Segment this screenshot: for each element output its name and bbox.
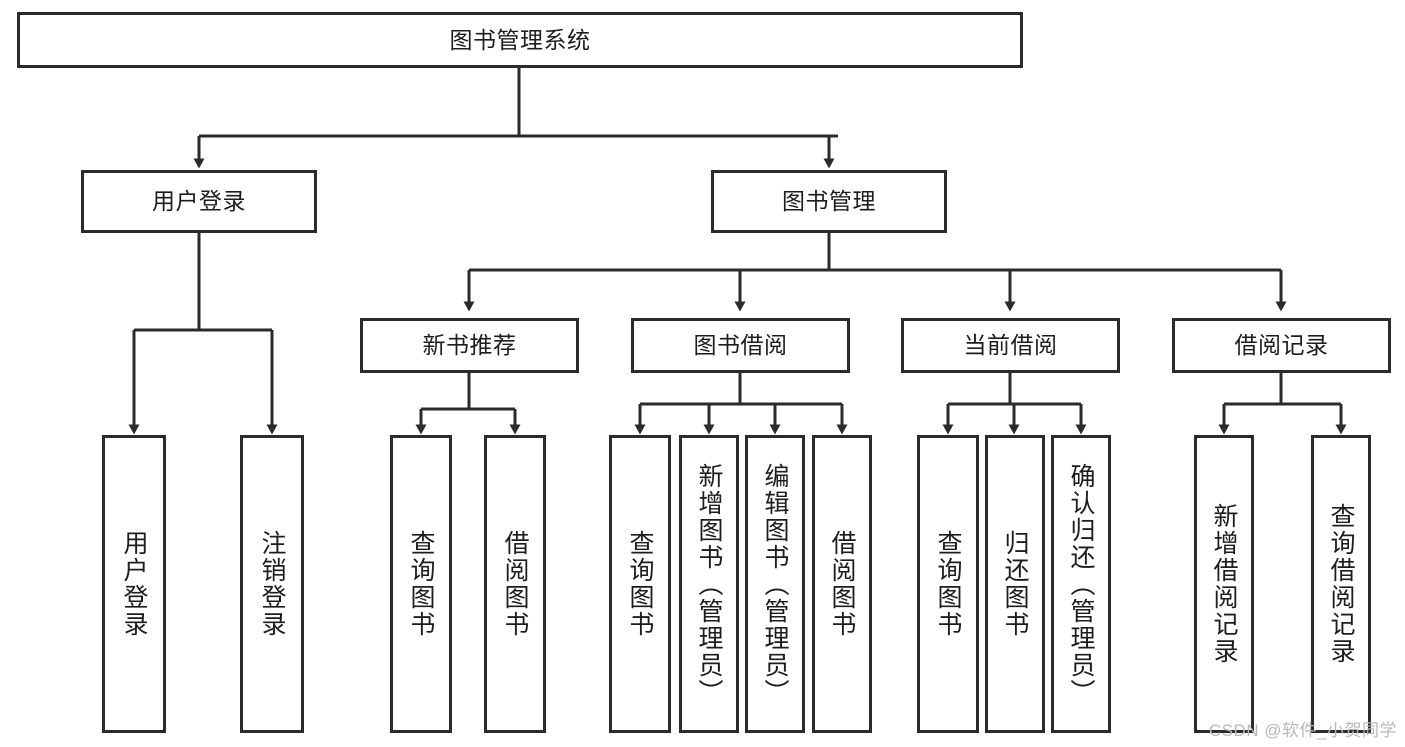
node-label: 图书借阅 [693, 332, 788, 359]
node-leaf-user-login[interactable]: 用户登录 [102, 435, 166, 733]
node-user-login[interactable]: 用户登录 [81, 170, 317, 233]
node-label: 借阅图书 [501, 530, 529, 638]
node-label: 查询图书 [934, 530, 962, 638]
watermark-text: CSDN @软件_小贺同学 [1208, 721, 1397, 740]
node-leaf-add-borrow-record[interactable]: 新增借阅记录 [1194, 435, 1254, 733]
node-leaf-query-book-borrow[interactable]: 查询图书 [609, 435, 671, 733]
node-book-management[interactable]: 图书管理 [711, 170, 947, 233]
node-label: 查询图书 [626, 530, 654, 638]
node-label: 图书管理系统 [449, 26, 591, 53]
node-root-system[interactable]: 图书管理系统 [17, 12, 1023, 68]
node-label: 查询借阅记录 [1327, 503, 1355, 665]
node-book-borrow[interactable]: 图书借阅 [631, 318, 850, 373]
node-new-book-recommend[interactable]: 新书推荐 [360, 318, 579, 373]
node-leaf-add-book-admin[interactable]: 新增图书（管理员） [679, 435, 739, 733]
node-label: 图书管理 [782, 188, 876, 215]
node-label: 新书推荐 [422, 332, 517, 359]
node-label: 用户登录 [152, 188, 246, 215]
node-label: 借阅图书 [828, 530, 856, 638]
node-label: 用户登录 [120, 530, 148, 638]
node-label: 编辑图书（管理员） [761, 462, 789, 706]
node-label: 新增图书（管理员） [695, 462, 723, 706]
node-leaf-query-book-recommend[interactable]: 查询图书 [390, 435, 452, 733]
node-label: 确认归还（管理员） [1067, 462, 1095, 706]
node-borrow-record[interactable]: 借阅记录 [1172, 318, 1391, 373]
node-label: 新增借阅记录 [1210, 503, 1238, 665]
node-leaf-borrow-book[interactable]: 借阅图书 [812, 435, 872, 733]
node-leaf-user-logout[interactable]: 注销登录 [240, 435, 304, 733]
node-label: 借阅记录 [1234, 332, 1329, 359]
node-leaf-query-borrow-record[interactable]: 查询借阅记录 [1311, 435, 1371, 733]
node-leaf-confirm-return-admin[interactable]: 确认归还（管理员） [1051, 435, 1111, 733]
node-leaf-borrow-book-recommend[interactable]: 借阅图书 [484, 435, 546, 733]
node-leaf-return-book[interactable]: 归还图书 [985, 435, 1045, 733]
node-leaf-edit-book-admin[interactable]: 编辑图书（管理员） [745, 435, 805, 733]
node-current-borrow[interactable]: 当前借阅 [901, 318, 1120, 373]
node-leaf-query-book-current[interactable]: 查询图书 [917, 435, 979, 733]
node-label: 注销登录 [258, 530, 286, 638]
node-label: 当前借阅 [963, 332, 1058, 359]
node-label: 查询图书 [407, 530, 435, 638]
node-label: 归还图书 [1001, 530, 1029, 638]
